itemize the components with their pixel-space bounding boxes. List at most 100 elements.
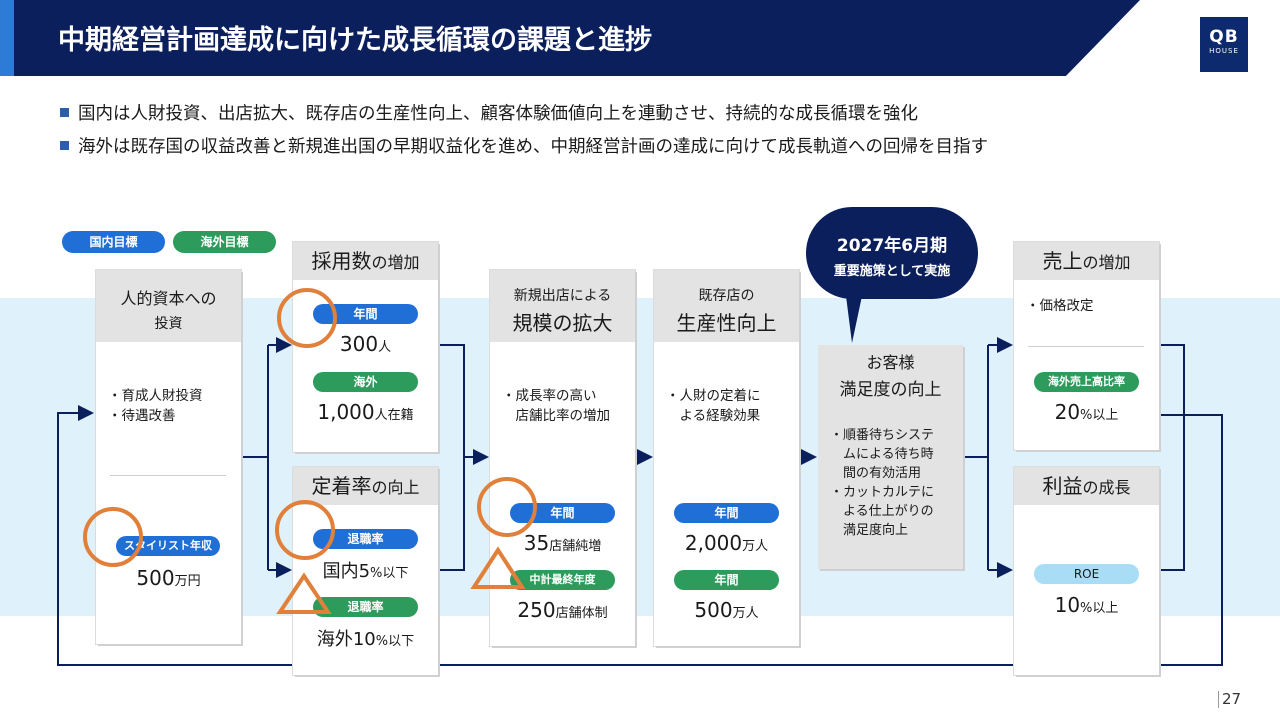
card-title-line2: 投資 (154, 316, 183, 332)
card-title-main: 定着率 (311, 474, 372, 498)
page-number-divider (1218, 691, 1219, 708)
list-item: 満足度向上 (830, 523, 909, 538)
card-title-sub: の増加 (371, 253, 420, 272)
bullet-square-icon (60, 141, 69, 150)
productivity-value-1: 2,000万人 (654, 531, 799, 555)
hiring-value-overseas: 1,000人在籍 (293, 400, 438, 424)
card-productivity: 既存店の 生産性向上 ・人財の定着に よる経験効果 年間 2,000万人 年間 … (654, 270, 799, 646)
card-title-line2: 満足度の向上 (839, 380, 942, 400)
hiring-value-annual: 300人 (293, 332, 438, 356)
card-header: お客様 満足度の向上 (818, 345, 963, 400)
card-header: 新規出店による 規模の拡大 (490, 270, 635, 342)
list-item: ムによる待ち時 (830, 447, 934, 462)
retention-pill-overseas: 退職率 (313, 597, 418, 617)
card-items: ・順番待ちシステ ムによる待ち時 間の有効活用 ・カットカルテに よる仕上がりの… (830, 426, 963, 540)
logo-text-qb: QB (1209, 27, 1239, 47)
profit-pill-roe: ROE (1034, 564, 1139, 584)
profit-value: 10%以上 (1014, 593, 1159, 617)
value-number: 2,000 (684, 531, 743, 555)
qb-house-logo: QB HOUSE (1200, 17, 1248, 72)
card-header: 売上の増加 (1014, 242, 1159, 280)
card-sales: 売上の増加 ・価格改定 海外売上高比率 20%以上 (1014, 242, 1159, 450)
card-title-main: 売上 (1042, 249, 1083, 273)
list-item: よる経験効果 (666, 408, 761, 424)
value-unit: %以下 (370, 566, 409, 581)
productivity-value-2: 500万人 (654, 598, 799, 622)
card-items: ・育成人財投資 ・待遇改善 (108, 386, 241, 426)
list-item: ・カットカルテに (830, 485, 935, 500)
list-item: ・人財の定着に (666, 388, 761, 404)
card-header: 利益の成長 (1014, 467, 1159, 505)
header: 中期経営計画達成に向けた成長循環の課題と進捗 QB HOUSE (0, 0, 1280, 78)
value-number: 35 (523, 531, 550, 555)
card-retention: 定着率の向上 退職率 国内5%以下 退職率 海外10%以下 (293, 467, 438, 675)
card-title-sub: の向上 (371, 478, 420, 497)
card-title-line2: 規模の拡大 (512, 311, 613, 335)
productivity-pill-annual-1: 年間 (674, 503, 779, 523)
value-unit: 人 (378, 340, 392, 355)
card-title-line1: 人的資本への (120, 289, 217, 308)
progress-circle-icon (83, 507, 143, 567)
card-title-line1: 既存店の (698, 288, 755, 304)
value-number: 10 (1054, 593, 1081, 617)
progress-circle-icon (275, 500, 335, 560)
legend-domestic: 国内目標 (62, 231, 165, 253)
card-profit: 利益の成長 ROE 10%以上 (1014, 467, 1159, 675)
card-hiring: 採用数の増加 年間 300人 海外 1,000人在籍 (293, 242, 438, 452)
bullet-square-icon (60, 108, 69, 117)
card-header: 人的資本への 投資 (96, 270, 241, 342)
salary-value: 500万円 (96, 566, 241, 590)
callout-line1: 2027年6月期 (836, 236, 948, 256)
legend-overseas: 海外目標 (173, 231, 276, 253)
retention-value-domestic: 国内5%以下 (293, 557, 438, 583)
card-header: 定着率の向上 (293, 467, 438, 505)
value-number: 10 (352, 629, 376, 650)
divider (1028, 346, 1144, 347)
hiring-pill-overseas: 海外 (313, 372, 418, 392)
hiring-pill-annual: 年間 (313, 304, 418, 324)
list-item: ・価格改定 (1026, 298, 1094, 314)
callout-line2: 重要施策として実施 (833, 264, 951, 279)
value-number: 500 (136, 566, 175, 590)
value-unit: %以下 (375, 634, 415, 649)
card-title-sub: の成長 (1082, 478, 1131, 497)
card-title-main: 採用数 (311, 249, 372, 273)
list-item: 間の有効活用 (830, 466, 922, 481)
list-item: ・順番待ちシステ (830, 428, 935, 443)
header-accent (0, 0, 14, 76)
value-unit: 万人 (742, 539, 769, 554)
value-number: 250 (517, 598, 556, 622)
card-title-line1: 新規出店による (513, 288, 612, 304)
list-item: ・育成人財投資 (108, 388, 203, 404)
card-title-main: 利益 (1042, 474, 1083, 498)
card-items: ・人財の定着に よる経験効果 (666, 386, 799, 426)
value-unit: 店舗純増 (549, 539, 602, 554)
card-items: ・価格改定 (1026, 296, 1159, 316)
value-number: 500 (694, 598, 733, 622)
expansion-value-final-year: 250店舗体制 (490, 598, 635, 622)
progress-circle-icon (477, 477, 537, 537)
card-title-line1: お客様 (866, 353, 915, 372)
progress-triangle-icon (276, 572, 332, 614)
callout-tail (846, 296, 862, 343)
progress-circle-icon (277, 288, 337, 348)
card-header: 既存店の 生産性向上 (654, 270, 799, 342)
list-item: ・成長率の高い (502, 388, 597, 404)
sales-pill-overseas-ratio: 海外売上高比率 (1034, 372, 1139, 392)
bullet-overseas: 海外は既存国の収益改善と新規進出国の早期収益化を進め、中期経営計画の達成に向けて… (60, 133, 988, 158)
bullet-text: 海外は既存国の収益改善と新規進出国の早期収益化を進め、中期経営計画の達成に向けて… (78, 137, 988, 157)
value-unit: 万円 (174, 574, 201, 589)
value-unit: 万人 (732, 606, 759, 621)
sales-value: 20%以上 (1014, 400, 1159, 424)
value-unit: 店舗体制 (555, 606, 608, 621)
page-number: 27 (1222, 690, 1242, 708)
value-number: 5 (358, 561, 371, 582)
retention-pill-domestic: 退職率 (313, 529, 418, 549)
value-number: 300 (339, 332, 379, 356)
expansion-pill-final-year: 中計最終年度 (510, 570, 615, 590)
card-header: 採用数の増加 (293, 242, 438, 280)
header-bar (0, 0, 1140, 76)
productivity-pill-annual-2: 年間 (674, 570, 779, 590)
